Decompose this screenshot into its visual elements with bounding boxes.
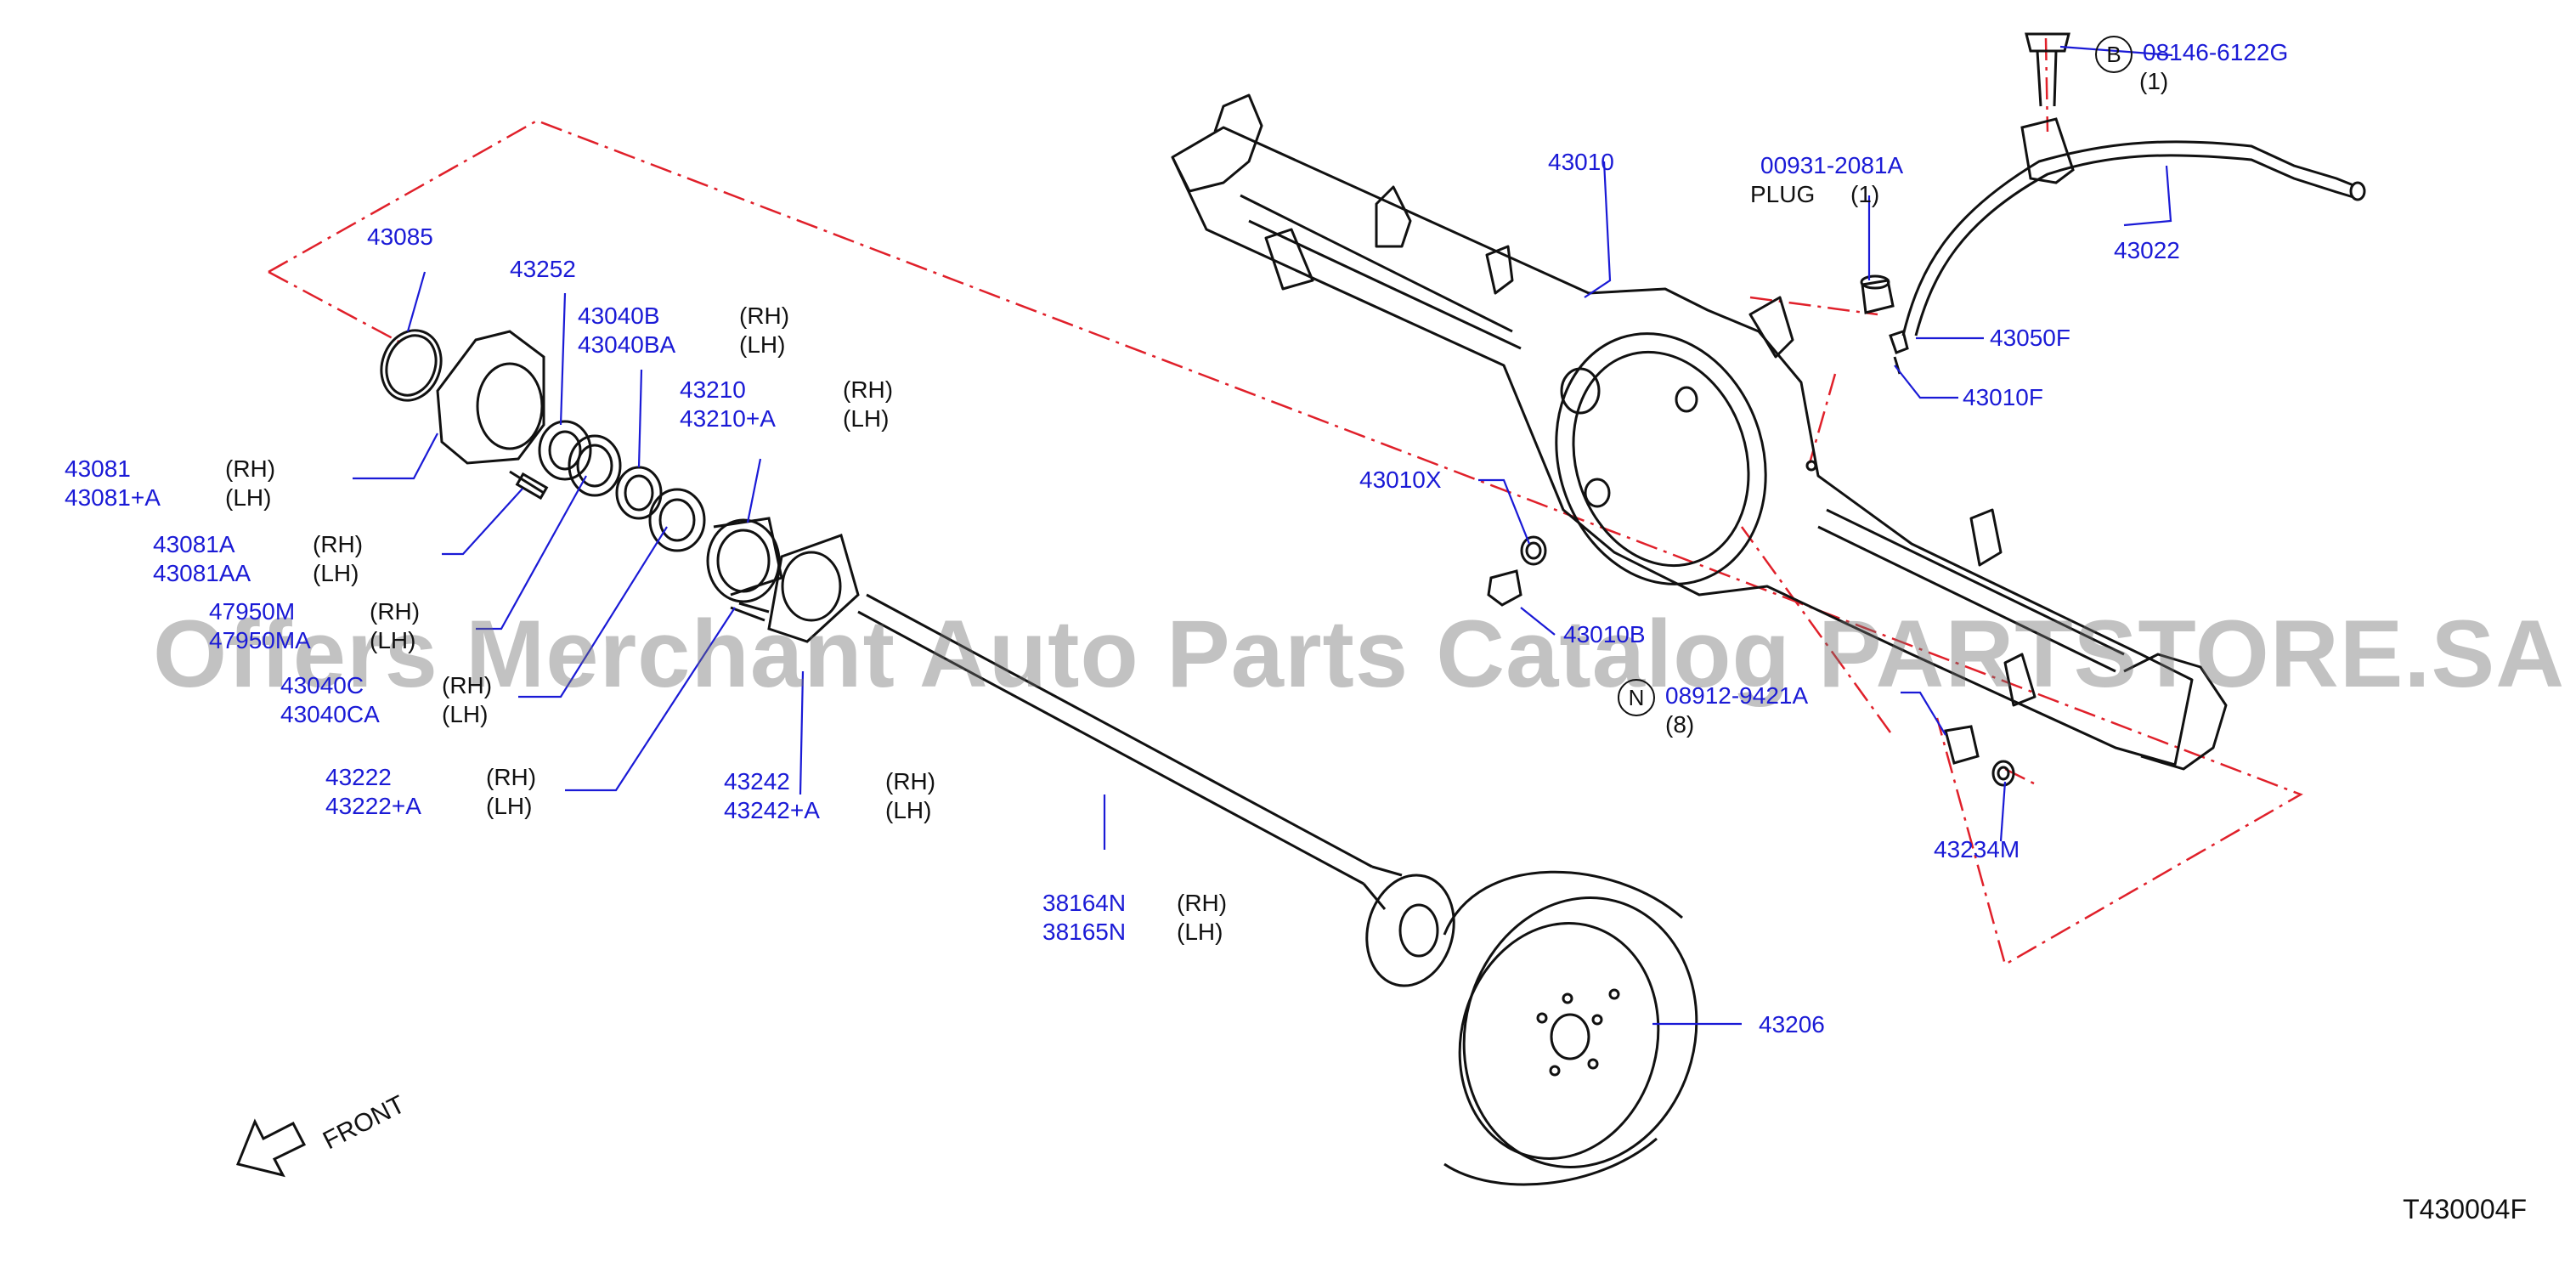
- callout-43252[interactable]: 43252: [510, 256, 576, 282]
- axle-housing: [1171, 93, 2228, 771]
- callout-43234M[interactable]: 43234M: [1934, 836, 2020, 862]
- side-rh: (RH): [486, 764, 537, 790]
- callout-43010F[interactable]: 43010F: [1963, 384, 2043, 410]
- callout-00931-2081A[interactable]: 00931-2081A: [1760, 152, 1904, 178]
- side-lh: (LH): [442, 701, 489, 727]
- side-lh: (LH): [313, 560, 359, 586]
- callout-08146-6122G[interactable]: 08146-6122G: [2143, 39, 2289, 65]
- bolt-badge-b: B: [2095, 36, 2133, 73]
- callout-43040B-rh[interactable]: 43040B: [578, 303, 660, 329]
- quantity: (8): [1665, 711, 1695, 738]
- plug-note: PLUG: [1750, 181, 1816, 207]
- callout-43242-rh[interactable]: 43242: [724, 768, 790, 794]
- side-rh: (RH): [225, 455, 276, 482]
- callout-43010[interactable]: 43010: [1548, 149, 1614, 175]
- side-rh: (RH): [739, 303, 790, 329]
- callout-43081AA-lh[interactable]: 43081AA: [153, 560, 251, 586]
- callout-43081A-lh[interactable]: 43081+A: [65, 484, 161, 511]
- side-rh: (RH): [1177, 890, 1228, 916]
- front-arrow: [235, 1118, 307, 1178]
- callout-47950M-rh[interactable]: 47950M: [209, 598, 296, 625]
- callout-43040CA-lh[interactable]: 43040CA: [280, 701, 380, 727]
- brake-drum: [1443, 870, 1698, 1186]
- watermark-text: Offers Merchant Auto Parts Catalog PARTS…: [153, 601, 2566, 707]
- callout-43222-rh[interactable]: 43222: [325, 764, 392, 790]
- quantity: (1): [1850, 181, 1880, 207]
- side-rh: (RH): [370, 598, 421, 625]
- housing-small-parts: [1487, 274, 2015, 787]
- side-rh: (RH): [843, 376, 894, 403]
- callout-43040BA-lh[interactable]: 43040BA: [578, 331, 676, 358]
- left-component-stack: [380, 329, 860, 643]
- callout-43022[interactable]: 43022: [2114, 237, 2180, 263]
- side-lh: (LH): [885, 797, 932, 823]
- callout-43010X[interactable]: 43010X: [1359, 467, 1442, 493]
- callout-38165N-lh[interactable]: 38165N: [1042, 919, 1127, 945]
- callout-47950MA-lh[interactable]: 47950MA: [209, 627, 311, 653]
- axle-shaft: [857, 593, 1455, 987]
- nut-badge-n: N: [1618, 679, 1655, 716]
- callout-43081A-rh[interactable]: 43081A: [153, 531, 235, 557]
- callout-43210A-lh[interactable]: 43210+A: [680, 405, 776, 432]
- callout-43081-rh[interactable]: 43081: [65, 455, 131, 482]
- side-rh: (RH): [313, 531, 364, 557]
- side-lh: (LH): [225, 484, 272, 511]
- callout-43085[interactable]: 43085: [367, 223, 433, 250]
- assembly-boundary: [268, 37, 2303, 966]
- side-lh: (LH): [739, 331, 786, 358]
- side-lh: (LH): [486, 793, 533, 819]
- callout-43206[interactable]: 43206: [1759, 1011, 1825, 1038]
- callout-43210-rh[interactable]: 43210: [680, 376, 746, 403]
- side-rh: (RH): [442, 672, 493, 698]
- quantity: (1): [2139, 68, 2169, 94]
- breather-hose: [1901, 32, 2366, 336]
- diagram-code: T430004F: [2403, 1194, 2527, 1224]
- callout-43242A-lh[interactable]: 43242+A: [724, 797, 820, 823]
- callout-08912-9421A[interactable]: 08912-9421A: [1665, 682, 1809, 709]
- side-lh: (LH): [370, 627, 416, 653]
- callout-43040C-rh[interactable]: 43040C: [280, 672, 364, 698]
- callout-43222A-lh[interactable]: 43222+A: [325, 793, 421, 819]
- callout-38164N-rh[interactable]: 38164N: [1042, 890, 1127, 916]
- callout-43010B[interactable]: 43010B: [1563, 621, 1646, 647]
- side-lh: (LH): [843, 405, 890, 432]
- side-rh: (RH): [885, 768, 936, 794]
- side-lh: (LH): [1177, 919, 1223, 945]
- leader-lines: [353, 45, 2173, 1026]
- callout-43050F[interactable]: 43050F: [1990, 325, 2070, 351]
